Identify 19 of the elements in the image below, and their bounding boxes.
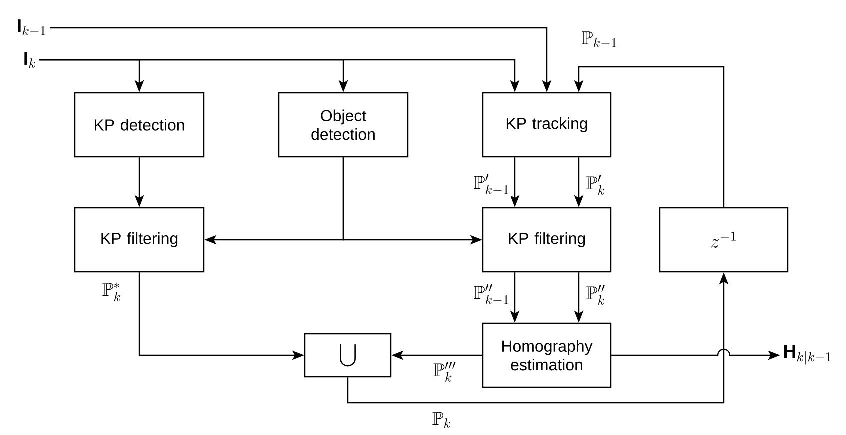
edge-label: $\mathbb{P}'_{k-1}$ xyxy=(472,173,512,197)
process-box: KP detection xyxy=(74,92,205,158)
edge-label: $\mathbb{P}'''_{k}$ xyxy=(432,360,458,384)
process-box: KP tracking xyxy=(482,92,612,158)
edge-label: $\mathbb{P}''_{k}$ xyxy=(584,284,608,306)
edge-label: $\mathbb{P}_{k-1}$ xyxy=(580,30,620,50)
edge-label: $\mathbb{P}''_{k-1}$ xyxy=(472,283,512,307)
symbol-label: $\mathbf{I}_{k}$ xyxy=(24,52,36,68)
union-box: $\bigcup$ xyxy=(304,333,392,378)
symbol-label: $\mathbf{H}_{k|k-1}$ xyxy=(784,345,832,365)
process-box: KP filtering xyxy=(482,207,612,273)
edge-label: $\mathbb{P}'_{k}$ xyxy=(584,174,608,196)
process-box: Object detection xyxy=(278,92,409,158)
edge-label: $\mathbb{P}_{k}$ xyxy=(430,410,454,430)
process-box: Homography estimation xyxy=(482,322,612,388)
process-box: KP filtering xyxy=(74,207,205,273)
symbol-label: $\mathbf{I}_{k-1}$ xyxy=(18,20,46,36)
delay-box: $z^{-1}$ xyxy=(659,207,789,273)
edge-label: $\mathbb{P}^{*}_{k}$ xyxy=(100,281,124,303)
